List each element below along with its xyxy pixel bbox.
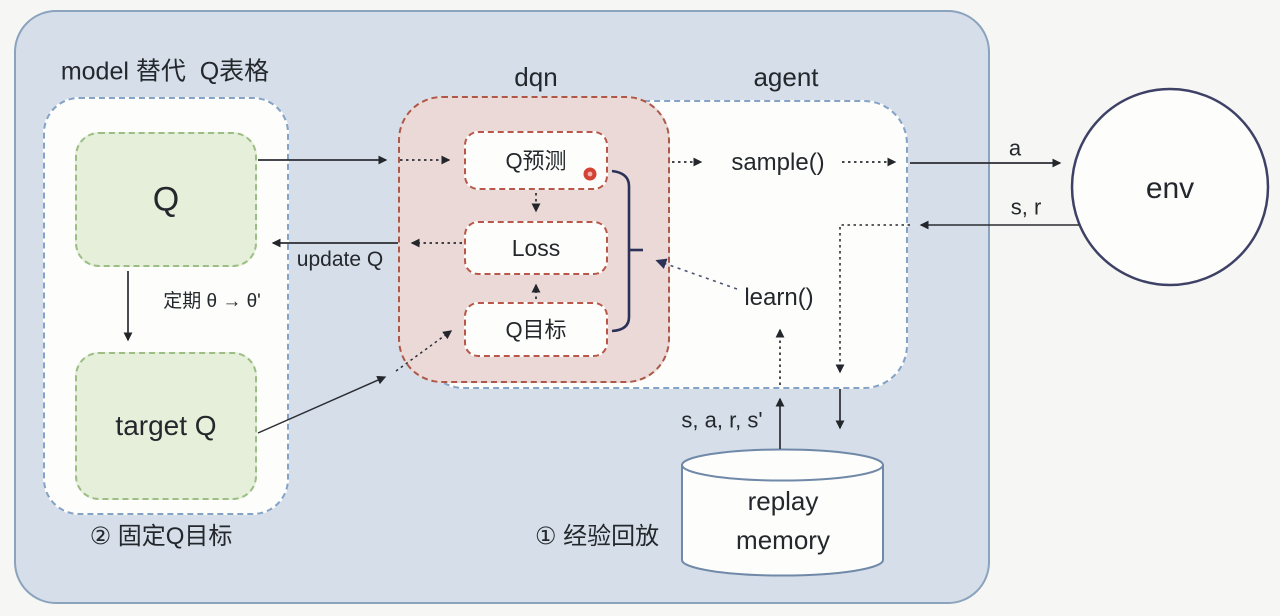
target-q-node-label: target Q — [115, 409, 217, 441]
sample-call-label: sample() — [731, 149, 825, 177]
loss-node-label: Loss — [511, 234, 561, 261]
edge-label-transition: s, a, r, s' — [681, 407, 763, 433]
caption-experience-replay: ① 经验回放 — [534, 523, 660, 551]
edge-label-state-reward: s, r — [1010, 194, 1042, 220]
agent-group-label: agent — [753, 62, 819, 93]
q-target-node-box — [464, 302, 608, 357]
q-node-label: Q — [152, 180, 180, 219]
edge-label-update-q: update Q — [296, 247, 384, 271]
replay-memory-label: replay memory — [736, 486, 830, 555]
q-target-node-label: Q目标 — [505, 317, 567, 343]
dqn-group-label: dqn — [514, 62, 558, 93]
edge-label-periodic-theta: 定期 θ → θ' — [163, 291, 261, 313]
target-q-node-box — [75, 352, 257, 500]
caption-fixed-q-target: ② 固定Q目标 — [89, 523, 233, 551]
edge-label-action: a — [1008, 135, 1022, 161]
q-node-box — [75, 132, 257, 267]
loss-node-box — [464, 221, 608, 275]
q-pred-node-label: Q预测 — [505, 148, 567, 174]
env-node-label: env — [1145, 171, 1195, 205]
learn-call-label: learn() — [744, 284, 814, 312]
section-title-model: model 替代 Q表格 — [60, 57, 270, 86]
